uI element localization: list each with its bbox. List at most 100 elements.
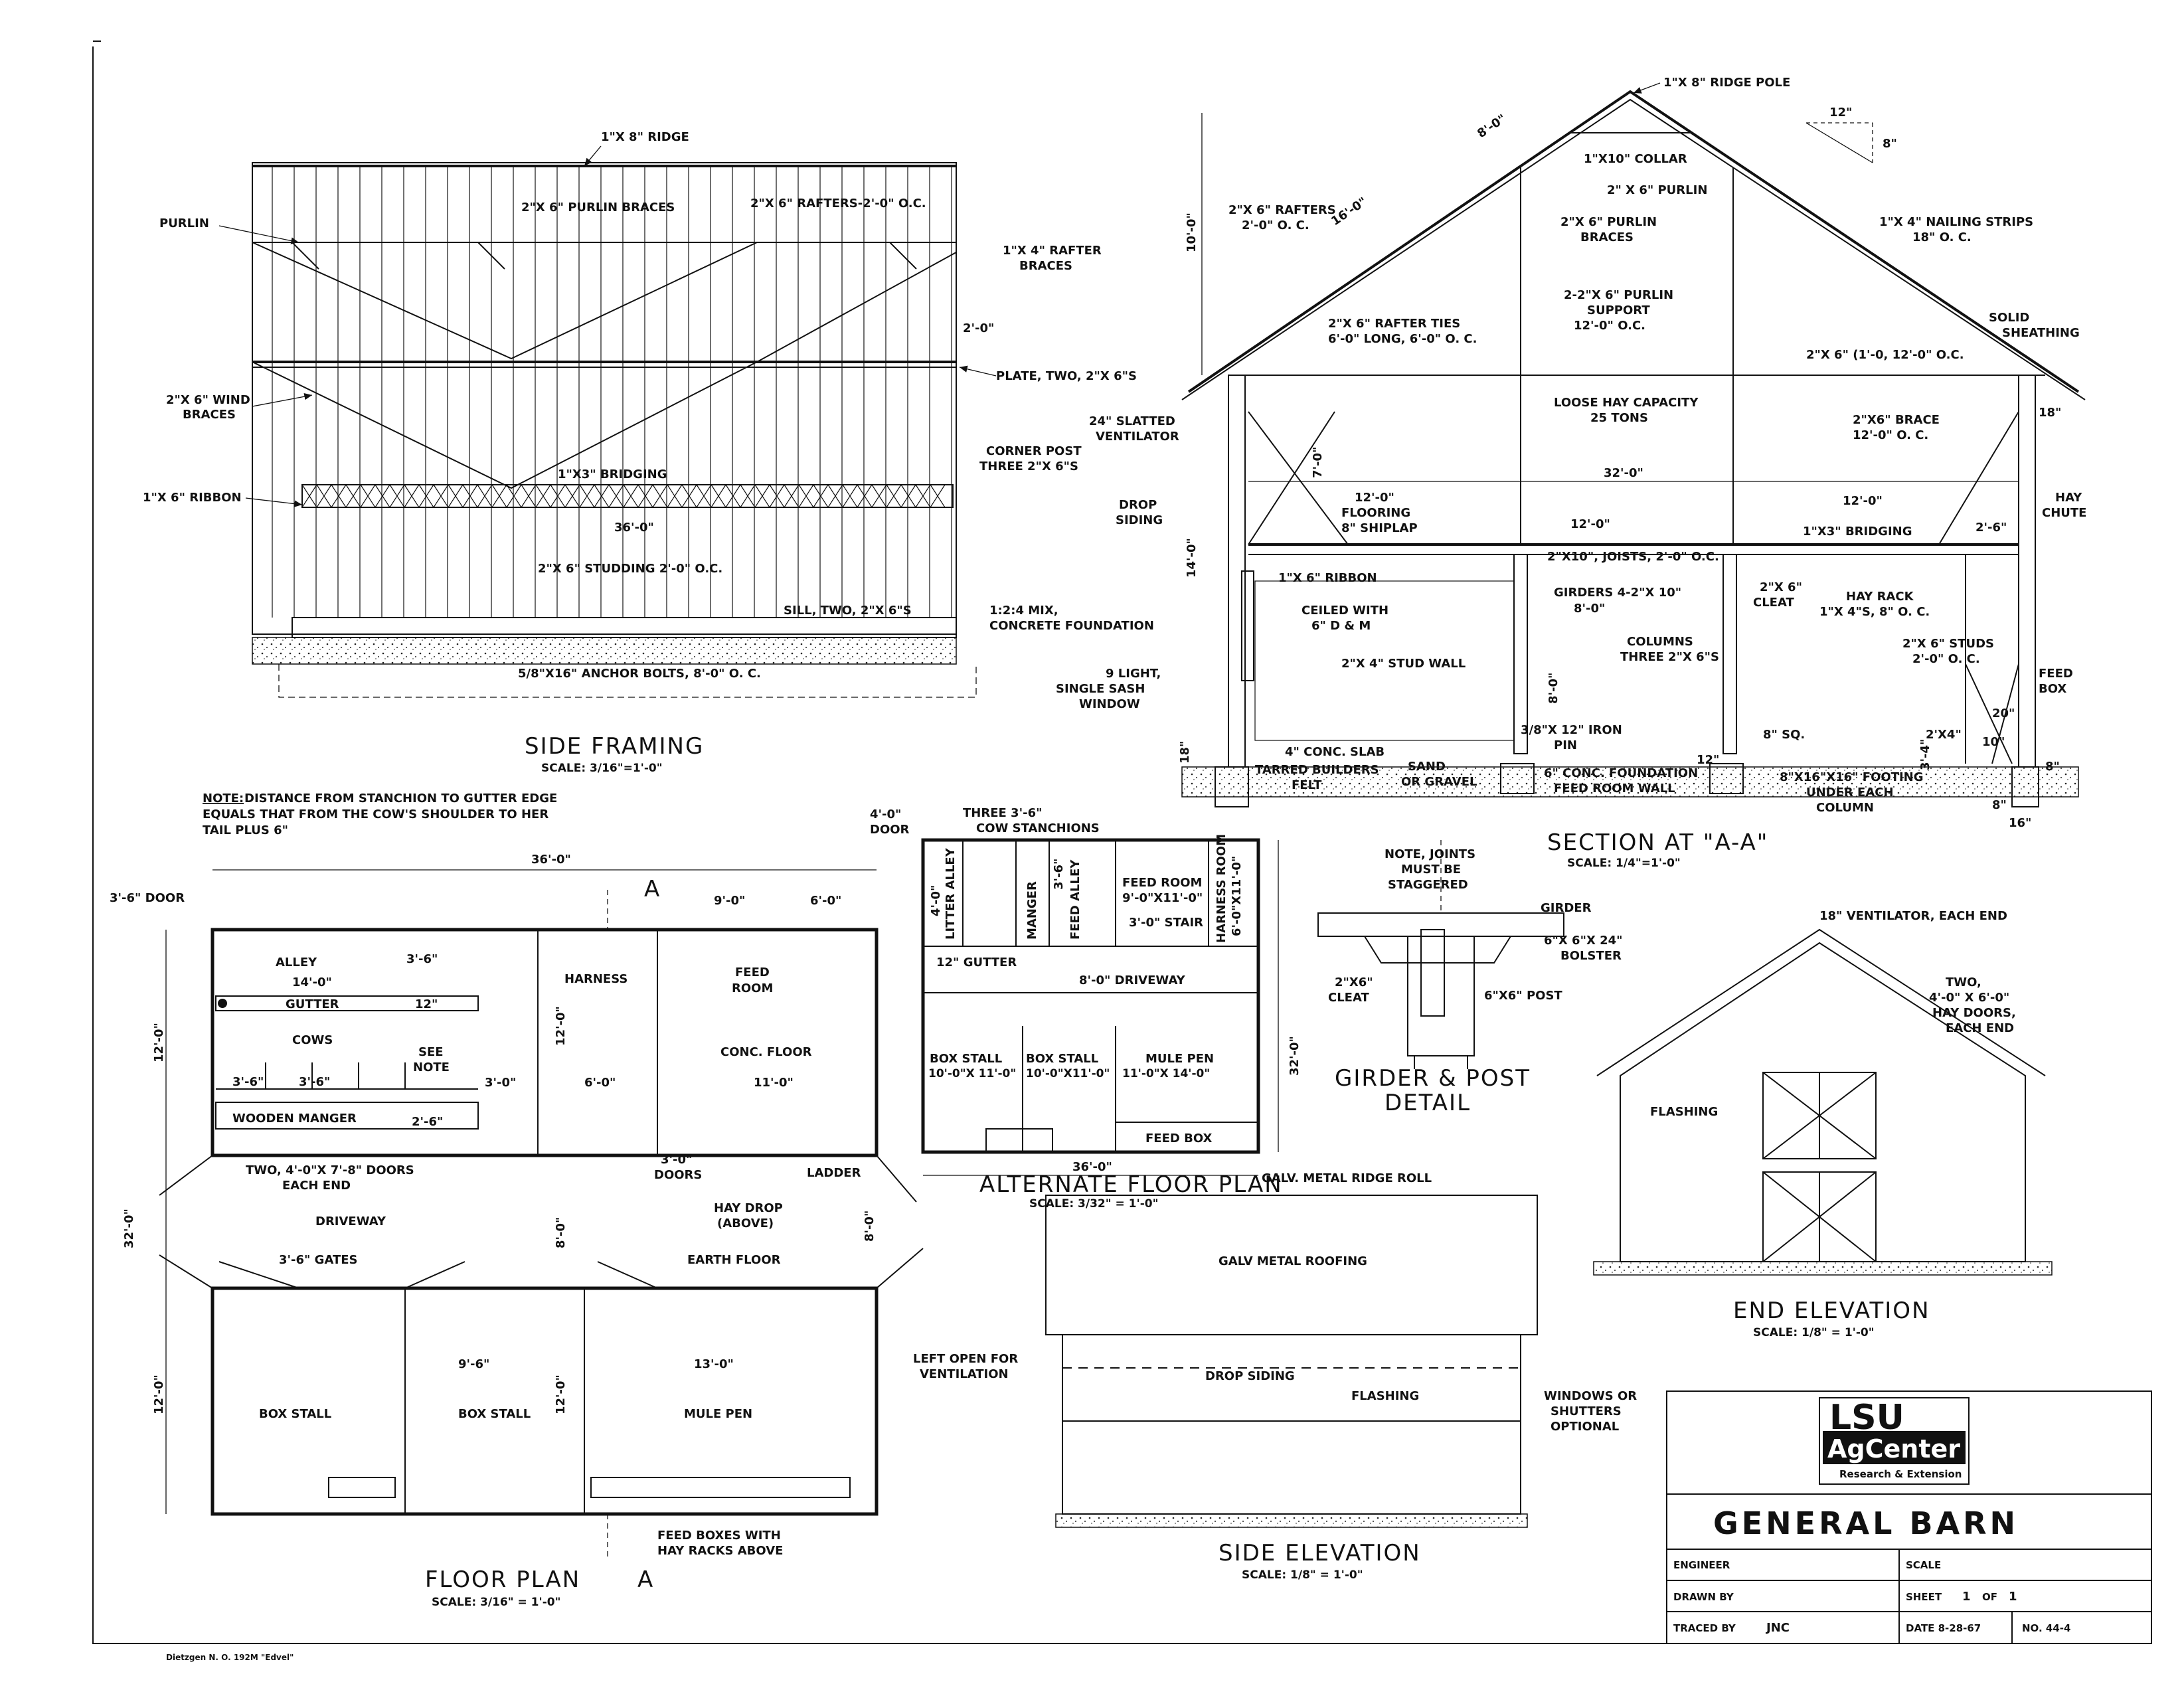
side-elevation-scale: SCALE: 1/8" = 1'-0": [1242, 1568, 1363, 1582]
fp-hay-drop-2: (ABOVE): [717, 1217, 774, 1230]
alt-harness-1: HARNESS ROOM: [1215, 834, 1228, 943]
fp-dim-12-left: 12'-0": [152, 1023, 166, 1062]
gd-girder: GIRDER: [1541, 901, 1592, 915]
title-block: [1666, 1390, 2152, 1644]
tb-sheet-label: SHEET: [1906, 1591, 1942, 1603]
sf-bridging-label: 1"X3" BRIDGING: [558, 467, 667, 481]
gd-note-2: MUST BE: [1401, 863, 1461, 877]
fp-dim-8b: 8'-0": [863, 1211, 877, 1242]
fp-dim-2-6: 2'-6": [412, 1115, 443, 1129]
sec-columns-label: COLUMNS: [1627, 635, 1693, 649]
sf-dim-2-0: 2'-0": [963, 321, 994, 335]
side-framing-title: SIDE FRAMING: [525, 733, 704, 760]
fp-dim-8: 8'-0": [554, 1217, 568, 1248]
sec-dim-8: 8'-0": [1475, 112, 1509, 141]
sec-footing-label-3: COLUMN: [1816, 801, 1874, 815]
fp-doors-3-1: 3'-0": [661, 1153, 692, 1167]
sec-drop-siding-label: DROP: [1119, 498, 1157, 512]
sec-collar-label: 1"X10" COLLAR: [1584, 152, 1687, 166]
floor-plan-scale: SCALE: 3/16" = 1'-0": [432, 1596, 560, 1609]
sf-purlin-label: PURLIN: [159, 216, 209, 230]
fp-wooden-manger: WOODEN MANGER: [232, 1112, 357, 1126]
sec-dim-2x4: 2'X4": [1926, 728, 1962, 742]
sf-wind-braces-label: 2"X 6" WIND: [166, 393, 250, 407]
tb-sheet-total: 1: [2009, 1590, 2017, 1604]
se-ridge-roll: GALV. METAL RIDGE ROLL: [1262, 1171, 1432, 1185]
fp-feed-room-1: FEED: [735, 966, 770, 979]
fp-doors-two-2: EACH END: [282, 1179, 351, 1193]
fp-door-3-6: 3'-6" DOOR: [110, 891, 185, 905]
sec-window-label-3: WINDOW: [1079, 697, 1140, 711]
fp-note-line-2: EQUALS THAT FROM THE COW'S SHOULDER TO H…: [203, 807, 548, 821]
ee-hay-doors-3: HAY DOORS,: [1932, 1006, 2016, 1020]
ee-hay-doors-1: TWO,: [1946, 975, 1981, 989]
sec-dim-18b: 18": [1178, 741, 1192, 764]
sf-mix-label-2: CONCRETE FOUNDATION: [989, 619, 1154, 633]
se-windows-3: OPTIONAL: [1551, 1420, 1619, 1434]
sf-wind-braces-label-2: BRACES: [183, 408, 236, 422]
sec-sand-label-2: OR GRAVEL: [1401, 775, 1477, 789]
sec-stud-wall-label: 2"X 4" STUD WALL: [1341, 657, 1466, 671]
alt-gutter: 12" GUTTER: [936, 956, 1017, 969]
section-title: SECTION AT "A-A": [1547, 829, 1768, 856]
sec-dim-14: 14'-0": [1185, 538, 1199, 578]
fp-dim-9-6: 9'-6": [458, 1357, 489, 1371]
sec-nailing-label-2: 18" O. C.: [1912, 230, 1972, 244]
sec-dim-12a: 12'-0": [1570, 517, 1610, 531]
fp-driveway: DRIVEWAY: [315, 1215, 386, 1228]
sec-studs-label: 2"X 6" STUDS: [1902, 637, 1994, 651]
sec-dim-16in: 16": [2009, 816, 2031, 830]
sec-hay-rack-label-2: 1"X 4"S, 8" O. C.: [1819, 605, 1930, 619]
end-elevation-drawing: [1593, 928, 2053, 1276]
sec-iron-pin-label: 3/8"X 12" IRON: [1521, 723, 1622, 737]
drawing-title: GENERAL BARN: [1713, 1505, 2019, 1541]
sec-hay-rack-label: HAY RACK: [1846, 590, 1914, 604]
sec-dim-20: 20": [1992, 707, 2015, 720]
fp-note-keyword: NOTE:: [203, 792, 244, 805]
logo-lsu: LSU: [1829, 1398, 1904, 1438]
alt-mule-pen-a: MULE PEN: [1145, 1052, 1214, 1066]
sec-dim-7: 7'-0": [1311, 447, 1325, 478]
end-elevation-scale: SCALE: 1/8" = 1'-0": [1753, 1326, 1875, 1339]
tb-engineer: ENGINEER: [1673, 1559, 1730, 1571]
alt-feed-box: FEED BOX: [1145, 1132, 1212, 1145]
sf-ridge-label: 1"X 8" RIDGE: [601, 130, 689, 144]
sec-dim-2-6: 2'-6": [1975, 521, 2007, 535]
gd-note-1: NOTE, JOINTS: [1385, 847, 1475, 861]
fp-gutter: GUTTER: [286, 997, 339, 1011]
sec-bridging-label: 1"X3" BRIDGING: [1803, 525, 1912, 539]
sec-rafter-ties-label-2: 6'-0" LONG, 6'-0" O. C.: [1328, 332, 1477, 346]
sec-joists-label: 2"X10", JOISTS, 2'-0" O.C.: [1547, 550, 1719, 564]
sec-hay-chute-label-2: CHUTE: [2042, 506, 2086, 520]
alt-driveway: 8'-0" DRIVEWAY: [1079, 973, 1186, 987]
sec-cleat-label-2: CLEAT: [1753, 596, 1795, 610]
side-elevation-drawing: [1045, 1195, 1538, 1528]
sec-brace-label: 2"X6" BRACE: [1853, 413, 1940, 427]
alt-dim-32: 32'-0": [1288, 1036, 1302, 1076]
sec-purlin-support-label: 2-2"X 6" PURLIN: [1564, 288, 1673, 302]
sec-rafters-label: 2"X 6" RAFTERS: [1228, 203, 1336, 217]
fp-dim-12in: 12": [415, 997, 438, 1011]
alt-feed-room-2: 9'-0"X11'-0": [1122, 891, 1203, 905]
fp-gates: 3'-6" GATES: [279, 1253, 358, 1267]
sec-conc-found-label-2: FEED ROOM WALL: [1554, 782, 1675, 796]
sec-brace-label-2: 12'-0" O. C.: [1853, 428, 1928, 442]
sec-iron-pin-label-2: PIN: [1554, 738, 1577, 752]
alt-manger: MANGER: [1025, 881, 1039, 940]
side-framing-drawing: [252, 162, 977, 698]
sec-feed-box-label: FEED: [2039, 667, 2073, 681]
sf-studding-label: 2"X 6" STUDDING 2'-0" O.C.: [538, 562, 722, 576]
alt-dim-4: 4'-0": [929, 885, 943, 916]
floor-plan-drawing: [159, 869, 924, 1560]
sheet-border: [92, 46, 2151, 1644]
alt-litter-alley: LITTER ALLEY: [944, 847, 958, 940]
sec-dim-18: 18": [2039, 406, 2061, 420]
sec-sq-label: 8" SQ.: [1763, 728, 1805, 742]
girder-detail-title-1: GIRDER & POST: [1335, 1065, 1531, 1092]
fp-see-note-2: NOTE: [413, 1060, 450, 1074]
alt-feed-room-1: FEED ROOM: [1122, 876, 1202, 890]
sec-footing-label: 8"X16"X16" FOOTING: [1780, 770, 1924, 784]
fp-dim-12-mid: 12'-0": [554, 1006, 568, 1046]
sf-corner-post-label: CORNER POST: [986, 444, 1082, 458]
sec-purlin-support-label-3: 12'-0" O.C.: [1574, 319, 1645, 333]
